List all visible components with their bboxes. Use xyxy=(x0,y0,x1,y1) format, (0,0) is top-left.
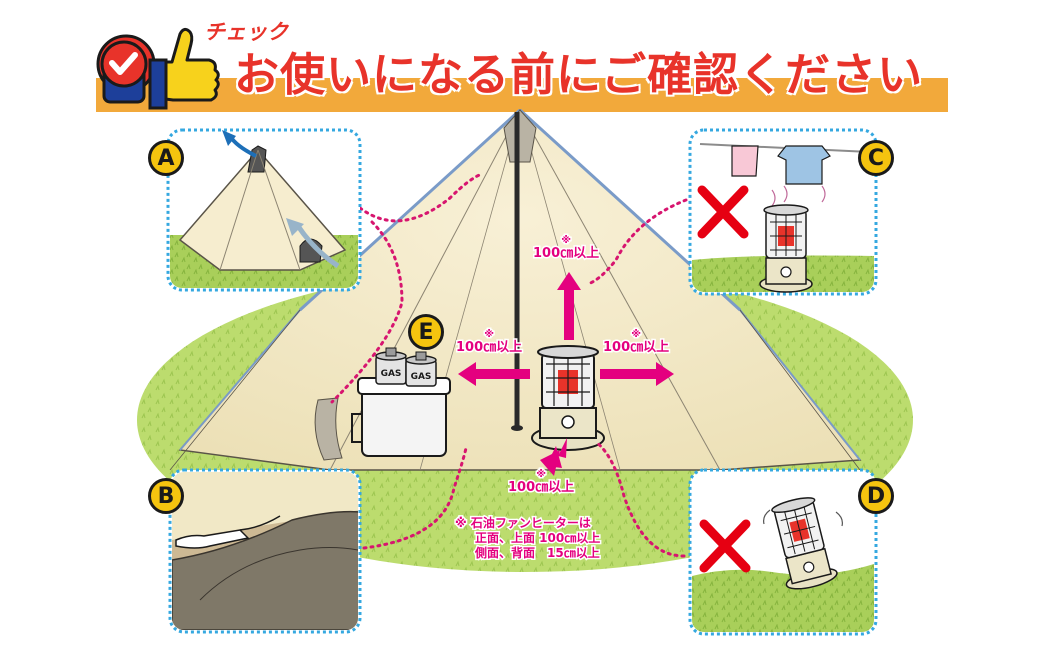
clearance-arrows xyxy=(458,272,674,476)
clearance-mark-bottom: ※ xyxy=(535,468,548,481)
vent-arrow-side xyxy=(286,218,340,269)
arrow-down xyxy=(540,438,567,476)
badge-a: A xyxy=(148,140,184,176)
arrow-right xyxy=(600,362,674,386)
note-line-2: 正面、上面 100㎝以上 xyxy=(473,530,601,547)
arrow-left xyxy=(458,362,530,386)
cross-mark-icon xyxy=(699,519,751,573)
clearance-mark-right: ※ xyxy=(630,328,643,341)
gas-can-right: GAS xyxy=(405,351,437,387)
arrow-up xyxy=(557,272,581,340)
panel-b xyxy=(168,468,362,634)
note-line-3: 側面、背面 15㎝以上 xyxy=(473,545,601,562)
cooler-with-gas-cans: GAS GAS xyxy=(351,347,451,457)
clearance-note: ※ 石油ファンヒーターは 正面、上面 100㎝以上 側面、背面 15㎝以上 xyxy=(454,515,602,562)
clearance-label-left: ※ 100㎝以上 xyxy=(454,328,523,356)
vent-arrow-top xyxy=(222,130,257,158)
badge-d: D xyxy=(858,478,894,514)
heater-icon xyxy=(531,345,605,451)
clearance-mark-left: ※ xyxy=(483,328,496,341)
thumbs-up-icon xyxy=(148,27,220,110)
banner-stripe xyxy=(96,78,948,112)
cross-mark-icon xyxy=(697,185,749,239)
clearance-label-bottom: ※ 100㎝以上 xyxy=(506,468,575,496)
badge-c: C xyxy=(858,140,894,176)
badge-b: B xyxy=(148,478,184,514)
header-banner xyxy=(96,78,948,112)
tilted-heater-d xyxy=(771,497,838,590)
page-title: お使いになる前にご確認ください xyxy=(233,48,924,101)
gas-label-right: GAS xyxy=(411,372,432,382)
small-heater-c xyxy=(759,204,813,293)
badge-e: E xyxy=(408,314,444,350)
note-line-1: ※ 石油ファンヒーターは xyxy=(454,515,593,532)
check-label: チェック xyxy=(204,20,289,44)
clearance-label-right: ※ 100㎝以上 xyxy=(601,328,670,356)
clearance-label-top: ※ 100㎝以上 xyxy=(531,234,600,262)
clearance-text-right: 100㎝以上 xyxy=(601,339,670,356)
clearance-mark-top: ※ xyxy=(560,234,573,247)
clearance-text-bottom: 100㎝以上 xyxy=(506,479,575,496)
panel-d xyxy=(688,468,878,636)
panel-a xyxy=(166,128,362,292)
gas-can-left: GAS xyxy=(375,347,407,385)
clearance-text-top: 100㎝以上 xyxy=(531,245,600,262)
panel-c xyxy=(688,128,878,296)
dotted-connectors xyxy=(330,172,688,558)
gas-label-left: GAS xyxy=(381,369,402,379)
clearance-text-left: 100㎝以上 xyxy=(454,339,523,356)
